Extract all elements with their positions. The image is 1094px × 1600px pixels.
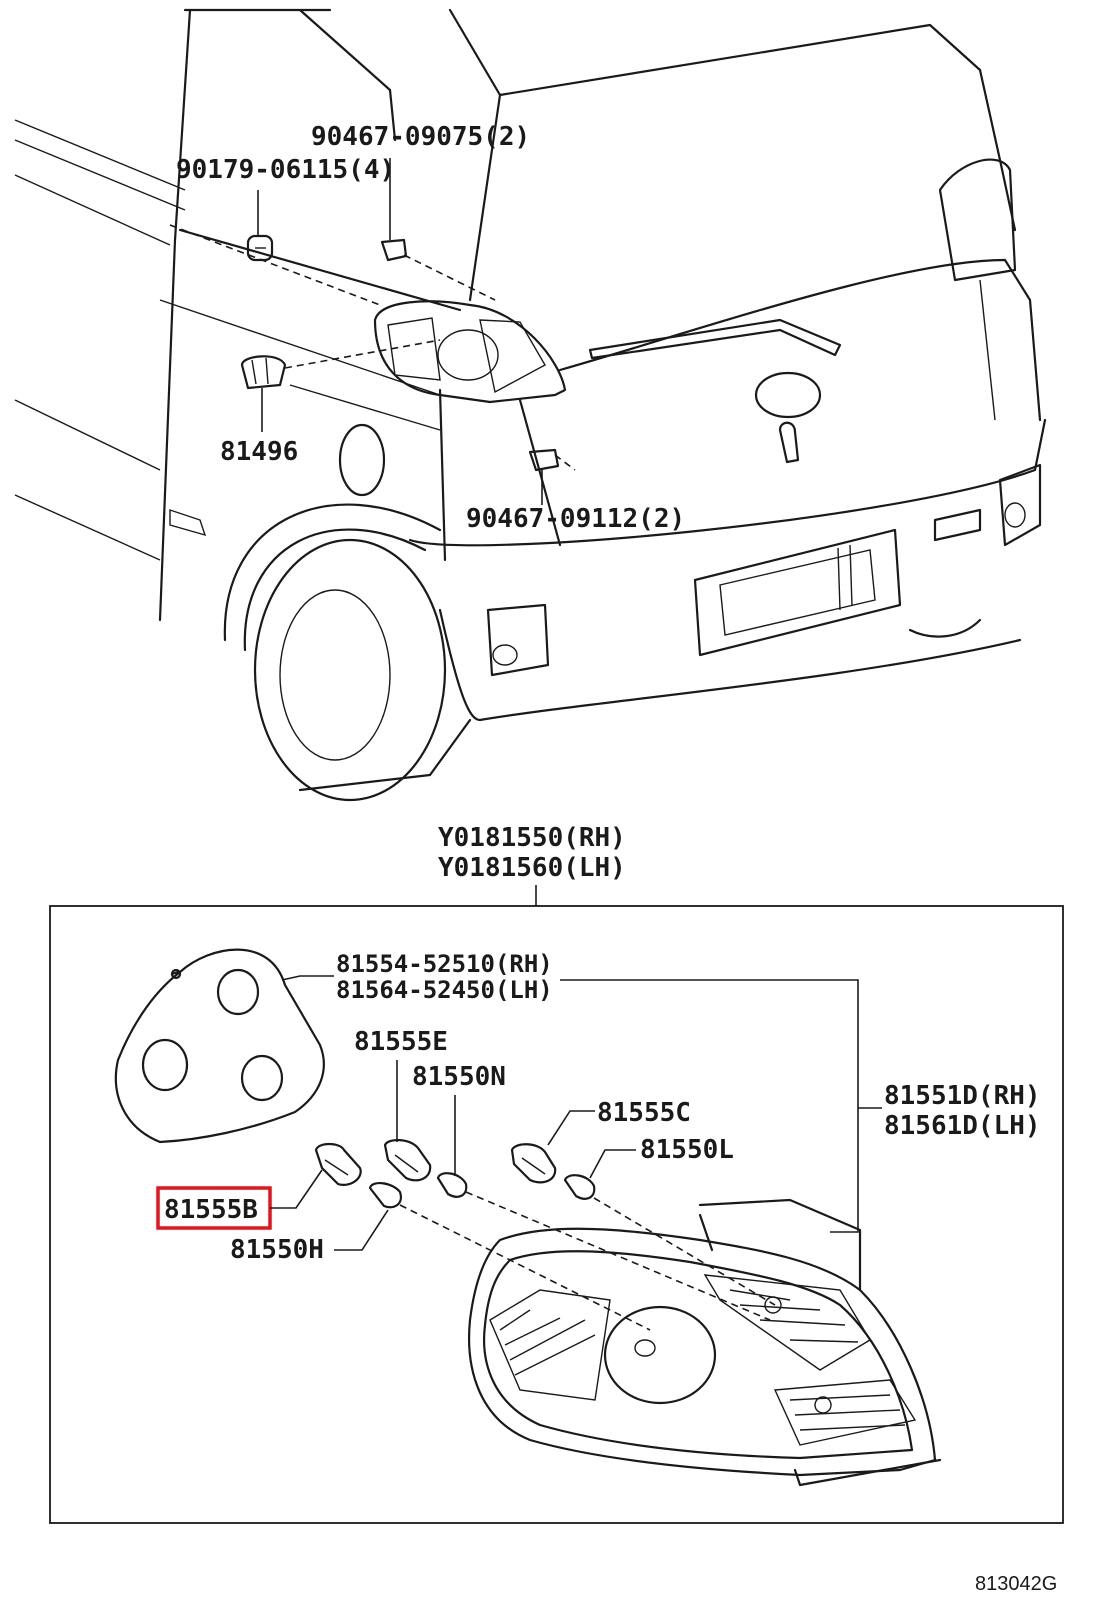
label-90467-09075: 90467-09075(2)	[311, 122, 530, 152]
upper-callouts: 90467-09075(2) 90179-06115(4) 81496 9046…	[176, 122, 685, 534]
label-gasket-lh: 81564-52450(LH)	[336, 976, 553, 1004]
label-81550n: 81550N	[412, 1062, 506, 1092]
label-lens-lh: 81561D(LH)	[884, 1111, 1041, 1141]
gasket-icon	[114, 948, 325, 1144]
socket-81555e-icon	[383, 1139, 432, 1182]
label-90179-06115: 90179-06115(4)	[176, 155, 395, 185]
label-lens-rh: 81551D(RH)	[884, 1081, 1041, 1111]
label-90467-09112: 90467-09112(2)	[466, 504, 685, 534]
label-81550h: 81550H	[230, 1235, 324, 1265]
tail-lamp-lens-icon	[468, 1198, 942, 1487]
grommet-81496-icon	[240, 355, 287, 390]
clip-90467-09112-icon	[528, 448, 560, 472]
label-assembly-lh: Y0181560(LH)	[438, 853, 626, 883]
label-81555b[interactable]: 81555B	[164, 1195, 258, 1225]
vehicle-illustration	[14, 8, 1047, 802]
label-gasket-rh: 81554-52510(RH)	[336, 950, 553, 978]
figure-reference: 813042G	[975, 1573, 1057, 1595]
label-assembly-rh: Y0181550(RH)	[438, 823, 626, 853]
label-81555c: 81555C	[597, 1098, 691, 1128]
label-81496: 81496	[220, 437, 298, 467]
assembly-section: Y0181550(RH) Y0181560(LH) 81554-52510(RH…	[49, 823, 1064, 1524]
assembly-frame	[49, 905, 1064, 1524]
bulb-81550h-icon	[368, 1182, 402, 1209]
socket-81555b-icon	[314, 1142, 362, 1186]
label-81550l: 81550L	[640, 1135, 734, 1165]
label-81555e: 81555E	[354, 1027, 448, 1057]
bulb-81550l-icon	[563, 1174, 596, 1200]
socket-81555c-icon	[510, 1143, 557, 1184]
bulb-81550n-icon	[436, 1172, 468, 1198]
clip-90467-09075-icon	[380, 238, 408, 262]
